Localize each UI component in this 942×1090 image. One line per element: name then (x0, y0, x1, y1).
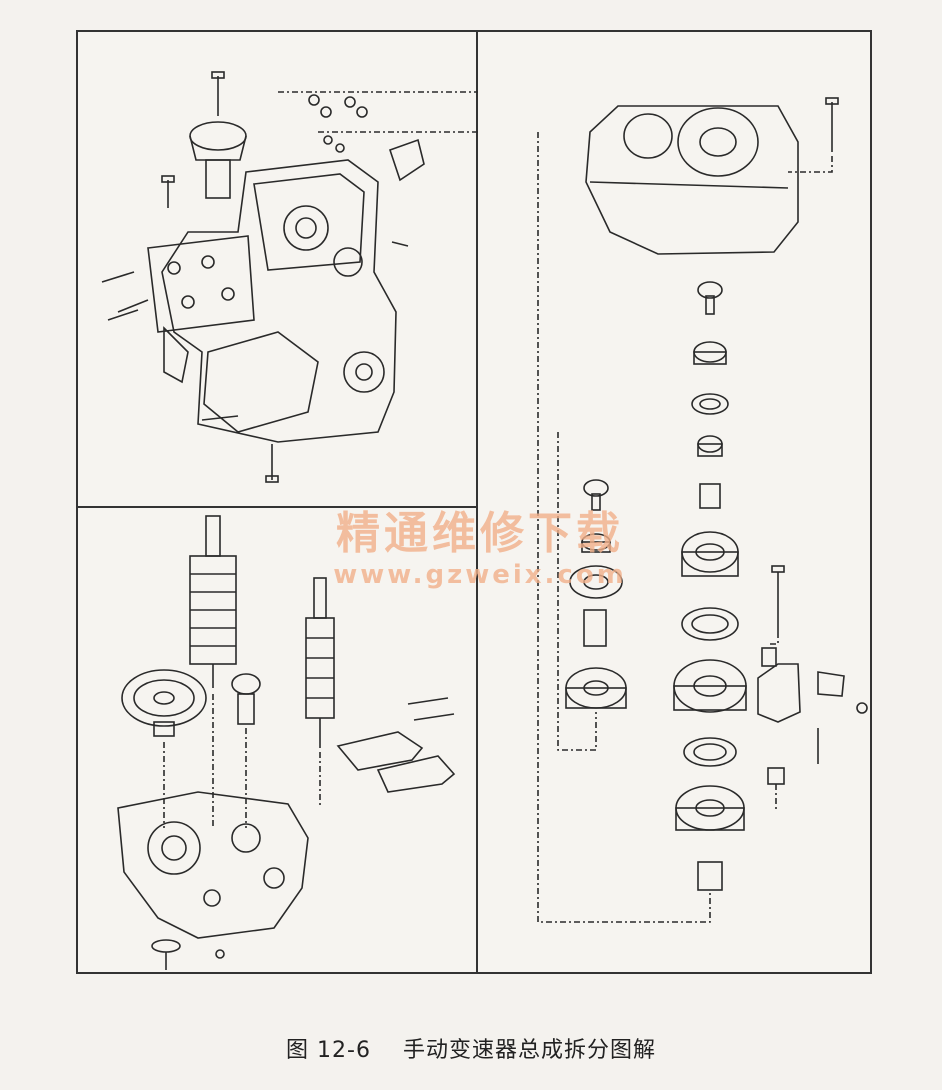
figure-caption: 图 12-6 手动变速器总成拆分图解 (0, 1032, 942, 1064)
transmission-housing-panel (78, 32, 478, 508)
figure-title: 手动变速器总成拆分图解 (402, 1038, 656, 1063)
transmission-housing-illustration (101, 71, 478, 483)
exploded-view-figure: 精通维修下载 www.gzweix.com (76, 30, 872, 974)
shafts-and-case-panel (78, 508, 478, 974)
shafts-and-case-illustration (117, 515, 456, 970)
gear-stack-panel (478, 32, 872, 974)
figure-number: 图 12-6 (286, 1038, 371, 1063)
gear-stack-illustration (537, 97, 868, 923)
